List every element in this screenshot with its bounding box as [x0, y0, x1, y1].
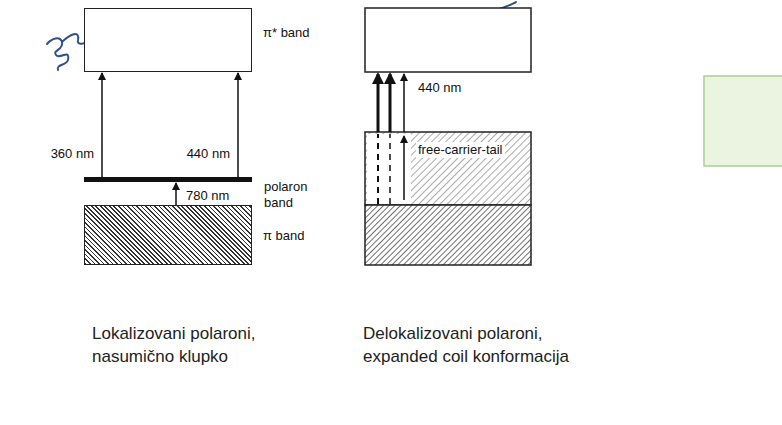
note-box [704, 76, 782, 166]
panel-caption: Delokalizovani polaroni, expanded coil k… [363, 323, 608, 369]
bold-arrow [389, 74, 392, 132]
pi-band: π band [84, 205, 252, 265]
pi-band [365, 205, 531, 265]
wavelength-label: 440 nm [416, 80, 463, 96]
transition-arrow [237, 73, 239, 177]
dashed-line [389, 134, 391, 204]
gap-strip [367, 134, 411, 204]
wavelength-label: 440 nm [185, 146, 232, 162]
band-label: polaron band [264, 179, 324, 210]
transition-arrow [101, 73, 103, 177]
pi-star-band: π* band [84, 8, 252, 72]
free-carrier-band [365, 132, 531, 205]
wavelength-label: 360 nm [49, 146, 96, 162]
band-label: π band [263, 228, 305, 244]
polaron-band: polaron band [84, 177, 252, 182]
panel-caption: Lokalizovani polaroni, nasumično klupko [92, 323, 282, 369]
band-label: π* band [263, 25, 310, 41]
arrow-440 [403, 74, 405, 132]
wavelength-label: 780 nm [184, 188, 231, 204]
dashed-line [377, 134, 379, 204]
arrow-tail [403, 136, 405, 200]
bold-arrow [377, 74, 380, 132]
band-tail-label: free-carrier-tail [416, 142, 505, 158]
pi-star-band [365, 8, 531, 72]
transition-arrow [175, 183, 177, 205]
